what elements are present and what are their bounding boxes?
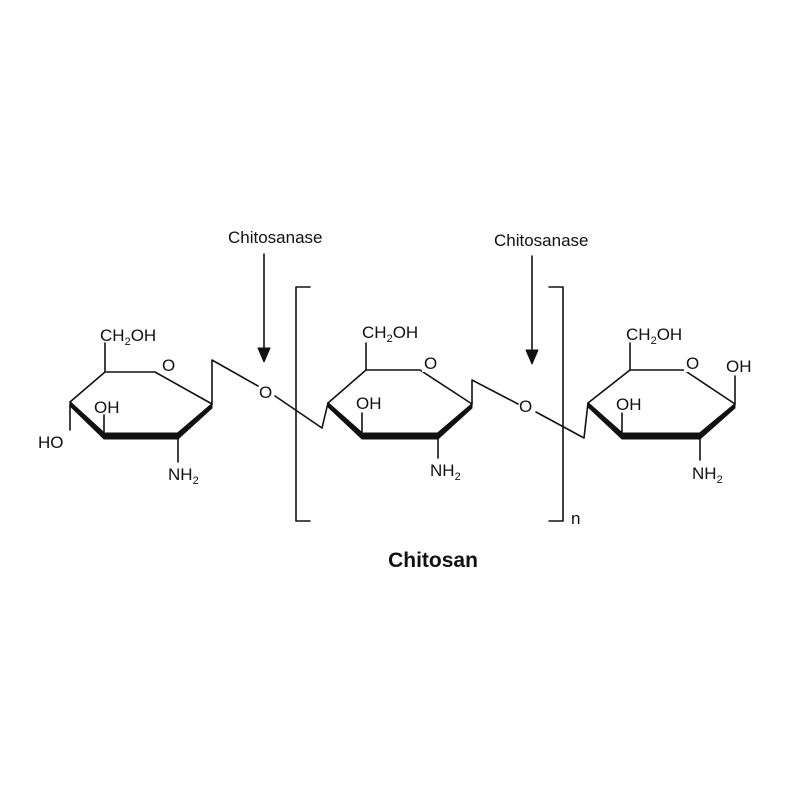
glucosamine-unit-right: CH2OH O OH OH NH2: [587, 325, 752, 486]
cleavage-arrowhead-right: [525, 349, 539, 365]
ring-oxygen-left: O: [162, 356, 175, 375]
repeat-bracket-right: [548, 286, 564, 522]
ring-oxygen-mask-middle: [422, 352, 438, 372]
ring-oxygen-right: O: [686, 354, 699, 373]
ho-label-left: HO: [38, 433, 64, 452]
anomeric-oh-label-right: OH: [726, 357, 752, 376]
ring-bonds-right: [587, 369, 736, 405]
ring-front-edge-right: [587, 402, 736, 440]
repeat-bracket-left: [295, 286, 311, 522]
chitosanase-label-right: Chitosanase: [494, 231, 589, 250]
glycosidic-bond-left-b: [274, 395, 329, 429]
ch2oh-label-left: CH2OH: [100, 326, 156, 348]
diagram-title: Chitosan: [388, 549, 478, 572]
nh2-label-middle: NH2: [430, 461, 461, 483]
glucosamine-unit-middle: CH2OH O OH NH2: [327, 323, 519, 483]
glycosidic-bond-right-b: [535, 402, 589, 439]
ch2oh-label-middle: CH2OH: [362, 323, 418, 345]
glycosidic-oxygen-left: O: [259, 383, 272, 402]
oh-label-middle: OH: [356, 394, 382, 413]
repeat-count-label: n: [571, 509, 580, 528]
ring-bonds-middle: [327, 369, 473, 405]
chitosanase-cleavage-marker-left: Chitosanase: [228, 228, 323, 363]
ring-oxygen-mask-left: [160, 354, 176, 374]
glycosidic-oxygen-right: O: [519, 397, 532, 416]
ring-front-edge-left: [69, 401, 213, 440]
glycosidic-bond-left-a: [211, 359, 259, 405]
glucosamine-unit-left: CH2OH O OH HO NH2: [38, 326, 259, 487]
cleavage-arrowhead-left: [257, 347, 271, 363]
ring-front-edge-middle: [327, 402, 473, 440]
ring-bonds-left: [69, 371, 213, 405]
ring-oxygen-mask-right: [684, 352, 700, 372]
ch2oh-label-right: CH2OH: [626, 325, 682, 347]
chitosanase-cleavage-marker-right: Chitosanase: [494, 231, 589, 365]
glycosidic-bond-middle-a: [471, 379, 519, 405]
nh2-label-left: NH2: [168, 465, 199, 487]
oh-label-right: OH: [616, 395, 642, 414]
ring-oxygen-middle: O: [424, 354, 437, 373]
oh-label-left: OH: [94, 398, 120, 417]
nh2-label-right: NH2: [692, 464, 723, 486]
chitosanase-label-left: Chitosanase: [228, 228, 323, 247]
